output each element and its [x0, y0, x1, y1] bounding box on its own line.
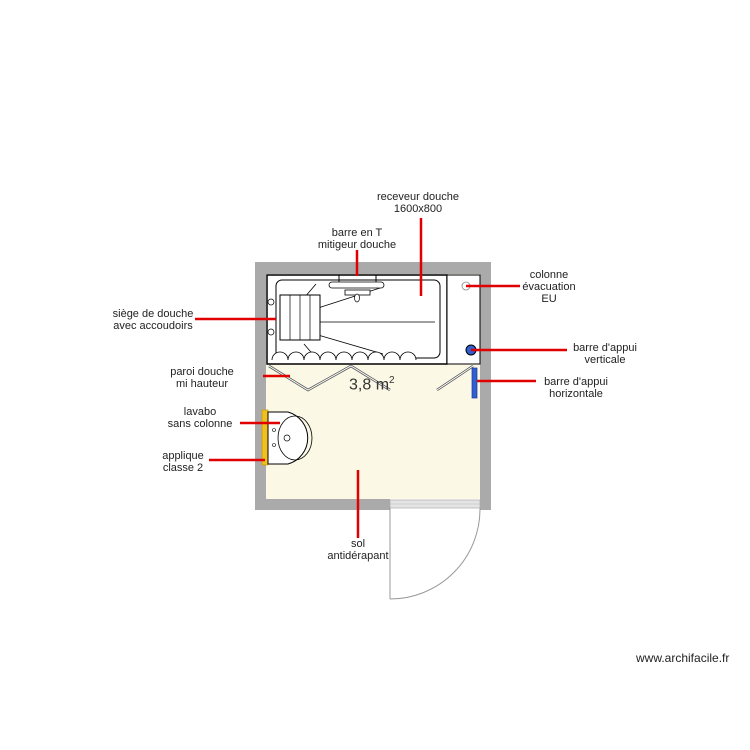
credit-watermark: www.archifacile.fr — [636, 651, 730, 665]
mixer-t-bar — [328, 275, 385, 303]
horizontal-grab-bar — [471, 367, 478, 399]
label-barre-verticale: barre d'appui verticale — [573, 342, 637, 366]
label-applique: applique classe 2 — [162, 450, 204, 474]
annotation-lines — [195, 218, 567, 538]
area-label: 3,8 m2 — [349, 375, 395, 394]
door — [389, 507, 481, 600]
label-colonne: colonne évacuation EU — [522, 269, 576, 305]
label-sol: sol antidérapant — [327, 538, 389, 562]
label-lavabo: lavabo sans colonne — [167, 406, 233, 430]
label-receveur: receveur douche 1600x800 — [377, 191, 459, 215]
drain-column — [446, 274, 481, 365]
shower-tray — [266, 274, 448, 365]
label-barre-t: barre en T mitigeur douche — [317, 227, 397, 251]
label-barre-horizontale: barre d'appui horizontale — [544, 376, 608, 400]
washbasin — [261, 409, 313, 466]
label-paroi: paroi douche mi hauteur — [170, 366, 234, 390]
label-siege: siège de douche avec accoudoirs — [112, 308, 194, 332]
shower-seat — [267, 294, 321, 341]
